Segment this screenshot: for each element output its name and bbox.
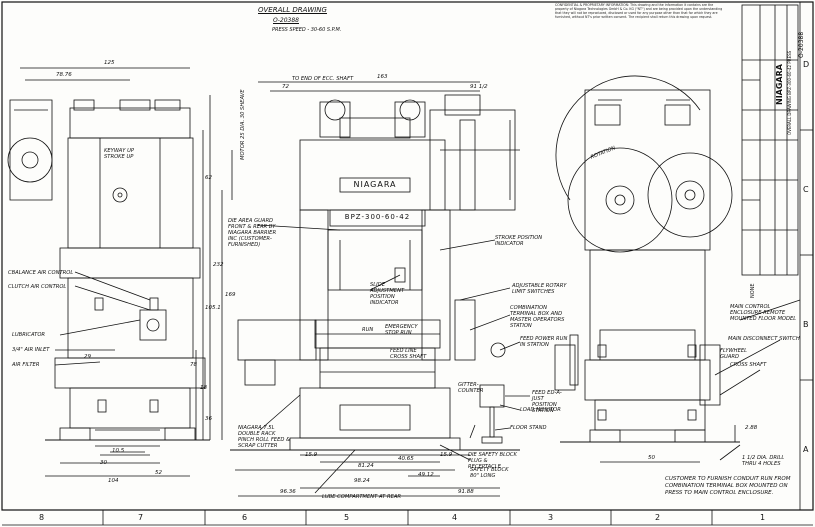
label-end-ecc-shaft: TO END OF ECC. SHAFT <box>292 76 354 82</box>
label-die-safety: DIE SAFETY BLOCK PLUG & RECEPTACLE <box>468 452 517 470</box>
label-gitter: GITTER- COUNTER <box>458 382 484 394</box>
label-main-disconnect: MAIN DISCONNECT SWITCH <box>728 336 800 342</box>
dim-288: 2.88 <box>745 425 758 431</box>
label-slide-adjustment: SLIDE ADJUSTMENT POSITION INDICATOR <box>370 282 405 306</box>
label-lube-compartment: LUBE COMPARTMENT AT REAR <box>322 494 402 500</box>
dim-8124: 81.24 <box>358 463 374 469</box>
nameplate-model: BPZ-300-60-42 <box>344 213 411 221</box>
dim-1051: 105.1 <box>205 305 221 311</box>
dim-62: 62 <box>205 175 212 181</box>
label-air-inlet: 3/4" AIR INLET <box>12 347 50 353</box>
label-air-filter: AIR FILTER <box>12 362 40 368</box>
zone-b: B <box>803 320 809 329</box>
label-keyway: KEYWAY UP STROKE UP <box>104 148 135 160</box>
label-customer-note: CUSTOMER TO FURNISH CONDUIT RUN FROM COM… <box>665 476 791 496</box>
dim-9824: 98.24 <box>354 478 370 484</box>
dim-104: 104 <box>108 478 119 484</box>
label-flywheel-guard: FLYWHEEL GUARD <box>720 348 748 360</box>
dim-9188: 91.88 <box>458 489 474 495</box>
zone-a: A <box>803 445 809 454</box>
dim-9636: 96.36 <box>280 489 296 495</box>
zone-8: 8 <box>39 513 45 522</box>
dim-91: 91 1/2 <box>470 84 488 90</box>
dim-7876: 78.76 <box>56 72 72 78</box>
label-lubricator: LUBRICATOR <box>12 332 46 338</box>
dim-169: 169 <box>225 292 236 298</box>
zone-7: 7 <box>138 513 144 522</box>
title-block-title: OVERALL DRAWING BPZ-300-60-42 PRESS <box>787 50 792 135</box>
label-run: RUN <box>362 327 374 333</box>
title-block-scale: NONE <box>750 283 756 298</box>
label-feed-power: FEED POWER RUN IN STATION <box>520 336 568 348</box>
label-feed-line: FEED LINE CROSS SHAFT <box>390 348 427 360</box>
dim-232: 232 <box>213 262 224 268</box>
drawing-title: OVERALL DRAWING <box>258 6 327 14</box>
dim-52: 52 <box>155 470 162 476</box>
title-block-company: NIAGARA <box>775 64 784 105</box>
label-flywheel-dia: MOTOR 25 DIA. 30 SHEAVE <box>240 89 246 160</box>
dim-4912: 49.12 <box>418 472 434 478</box>
dim-50: 50 <box>648 455 655 461</box>
label-combo-terminal: COMBINATION TERMINAL BOX AND MASTER OPER… <box>510 305 565 329</box>
label-stroke-position: STROKE POSITION INDICATOR <box>495 235 543 247</box>
label-balance-air: CBALANCE AIR CONTROL <box>8 270 74 276</box>
label-safety-block: SAFETY BLOCK 80" LONG <box>470 467 509 479</box>
label-emergency-stop: EMERGENCY STOP RUN <box>385 324 418 336</box>
label-die-guard: DIE AREA GUARD FRONT & REAR BY NIAGARA B… <box>228 218 277 248</box>
dim-125: 125 <box>104 60 115 66</box>
label-niagara-roll-feed: NIAGARA 7.5L DOUBLE RACK PINCH ROLL FEED… <box>238 425 291 449</box>
front-view <box>230 81 576 497</box>
zone-6: 6 <box>242 513 248 522</box>
label-drill: 1 1/2 DIA. DRILL THRU 4 HOLES <box>742 455 785 467</box>
dim-30: 30 <box>100 460 107 466</box>
zone-d: D <box>803 60 810 69</box>
dim-105: 10.5 <box>112 448 125 454</box>
dim-159-right: 15.9 <box>440 452 453 458</box>
nameplate-brand: NIAGARA <box>353 180 397 189</box>
title-block-drawing-number: O-20388 <box>798 31 805 58</box>
label-floor-stand: FLOOR STAND <box>510 425 547 431</box>
drawing-number: O-20388 <box>273 17 299 24</box>
zone-c: C <box>803 185 809 194</box>
zone-2: 2 <box>655 513 661 522</box>
label-clutch-air: CLUTCH AIR CONTROL <box>8 284 67 290</box>
dim-18: 18 <box>200 385 207 391</box>
zone-3: 3 <box>548 513 554 522</box>
dim-36: 36 <box>205 416 212 422</box>
zone-4: 4 <box>452 513 458 522</box>
label-feed-edst: FEED ED-A-JUST POSITION STATION <box>532 390 562 414</box>
label-cross-shaft: CROSS SHAFT <box>730 362 767 368</box>
label-main-control: MAIN CONTROL ENCLOSURE REMOTE MOUNTED FL… <box>730 304 797 322</box>
confidential-notice: CONFIDENTIAL & PROPRIETARY INFORMATION: … <box>555 3 723 19</box>
left-side-view <box>7 67 223 477</box>
zone-1: 1 <box>760 513 766 522</box>
dim-163: 163 <box>377 74 388 80</box>
right-side-view <box>555 75 801 463</box>
dim-29: 29 <box>84 354 91 360</box>
press-speed: PRESS SPEED - 30-60 S.P.M. <box>272 27 342 33</box>
label-load-monitor: LOAD MONITOR <box>520 407 561 413</box>
dim-78: 78 <box>190 362 197 368</box>
dim-4065: 40.65 <box>398 456 414 462</box>
dim-72: 72 <box>282 84 289 90</box>
dim-159-left: 15.9 <box>305 452 318 458</box>
label-rotary-limit: ADJUSTABLE ROTARY LIMIT SWITCHES <box>512 283 567 295</box>
zone-5: 5 <box>344 513 350 522</box>
